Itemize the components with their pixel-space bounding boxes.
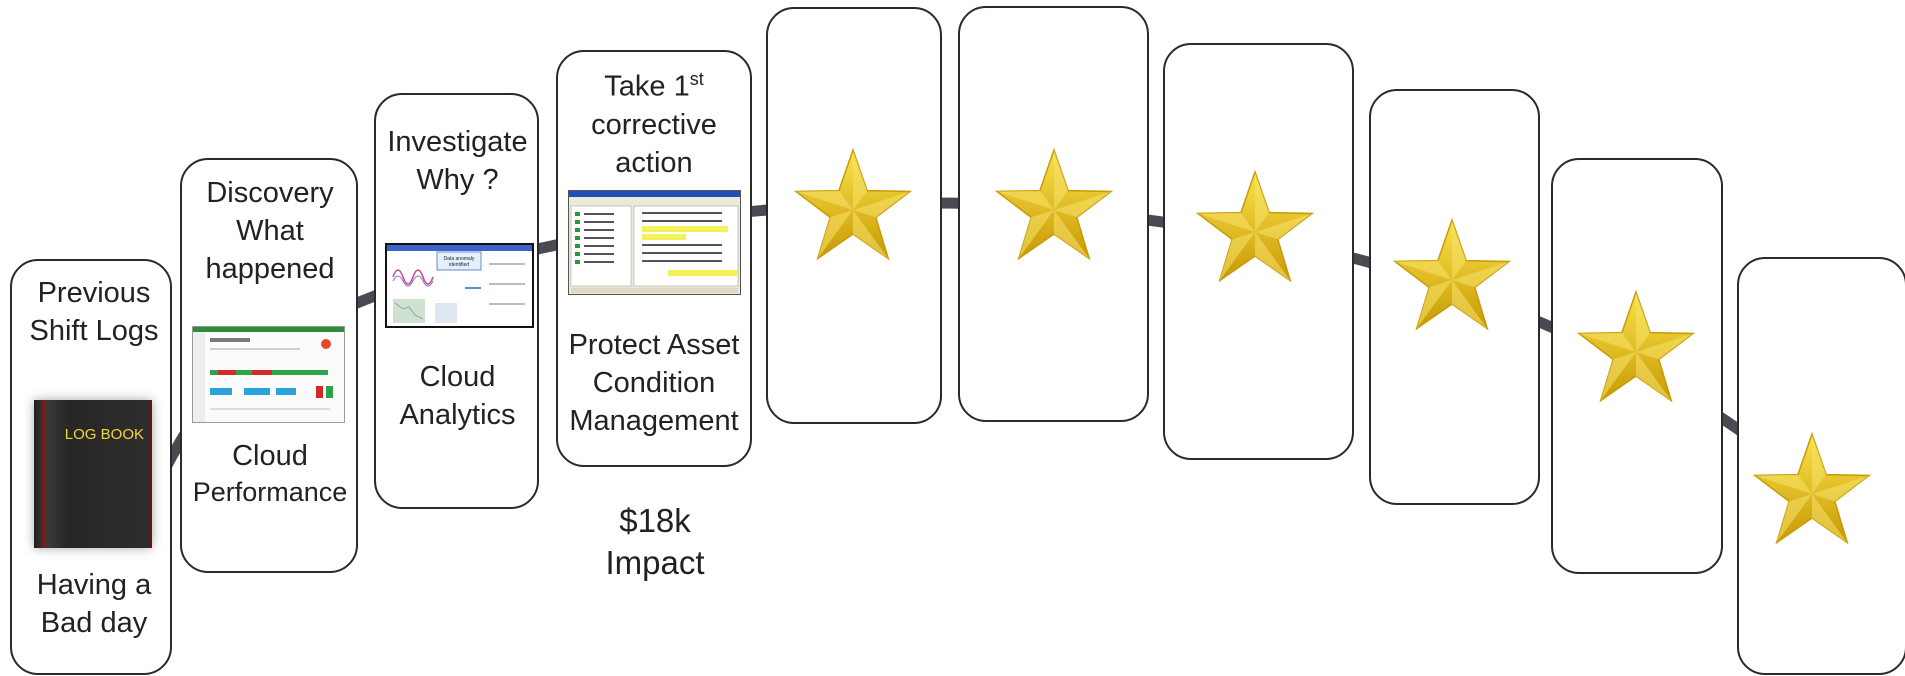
impact-label: Impact [605,544,705,581]
stage-caption-bad-day: Having a Bad day [36,569,152,639]
stage-caption-cloud-analytics: Cloud Analytics [399,361,516,431]
title-superscript-st: st [689,69,704,89]
log-book-image: LOG BOOK [34,400,152,548]
title-action: action [615,146,693,179]
analytics-dashboard-thumbnail: Data anomaly identified [385,243,534,328]
stage-title-discovery: Discovery What happened [205,177,335,285]
impact-amount: $18k [619,502,691,539]
title-take-1: Take 1 [604,70,690,103]
milestone-star-icon [1752,431,1872,545]
caption-performance: Performance [192,477,348,507]
log-book-label: LOG BOOK [64,426,144,443]
caption-cloud: Cloud [232,440,308,472]
milestone-star-icon [793,147,913,261]
milestone-star-icon [994,147,1114,261]
svg-text:Data anomaly: Data anomaly [444,256,475,262]
future-stage-card-6 [1737,257,1905,675]
title-corrective: corrective [591,108,717,141]
svg-text:identified: identified [449,262,469,268]
stage-title-shift-logs: Previous Shift Logs [29,277,159,347]
performance-dashboard-thumbnail [192,326,345,423]
milestone-star-icon [1392,217,1512,331]
stage-title-investigate: Investigate Why ? [387,126,528,196]
condition-manager-window-thumbnail [568,190,741,295]
milestone-star-icon [1195,169,1315,283]
stage-caption-cloud-performance: Cloud Performance [180,438,360,510]
milestone-star-icon [1576,289,1696,403]
stage-title-corrective-action: Take 1st corrective action [560,60,748,182]
stage-caption-protect-asset: Protect Asset Condition Management [568,329,740,437]
